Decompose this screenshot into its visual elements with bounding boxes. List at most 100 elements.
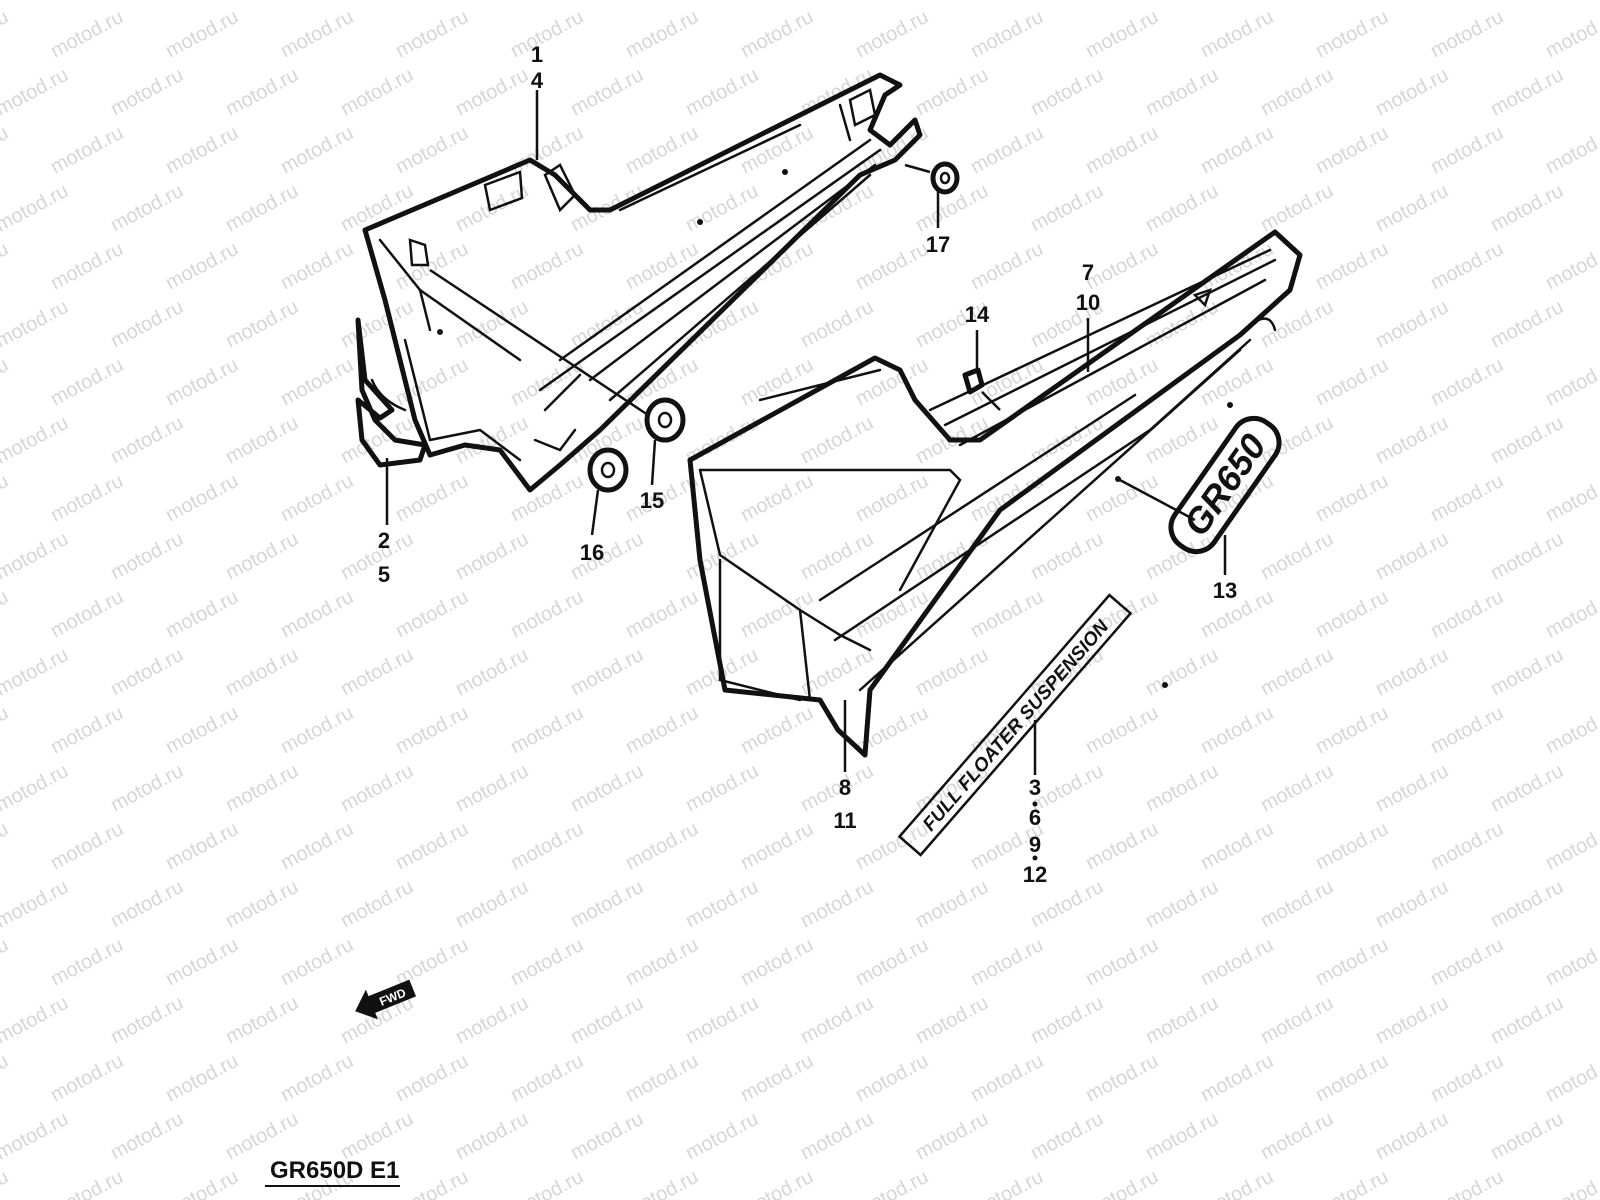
- watermark-text: motod.ru: [737, 6, 817, 62]
- watermark-text: motod.ru: [1142, 64, 1222, 120]
- watermark-text: motod.ru: [452, 1108, 532, 1164]
- watermark-text: motod.ru: [1312, 1050, 1392, 1106]
- watermark-text: motod.ru: [1427, 934, 1507, 990]
- watermark-text: motod.ru: [392, 122, 472, 178]
- watermark-text: motod.ru: [1197, 6, 1277, 62]
- svg-text:14: 14: [965, 302, 990, 327]
- watermark-text: motod.ru: [1542, 1050, 1600, 1106]
- watermark-text: motod.ru: [47, 122, 127, 178]
- watermark-text: motod.ru: [1427, 6, 1507, 62]
- watermark-text: motod.ru: [1027, 180, 1107, 236]
- watermark-text: motod.ru: [107, 296, 187, 352]
- watermark-text: motod.ru: [1142, 876, 1222, 932]
- watermark-text: motod.ru: [1197, 702, 1277, 758]
- watermark-text: motod.ru: [0, 354, 12, 410]
- watermark-text: motod.ru: [967, 238, 1047, 294]
- svg-text:16: 16: [580, 540, 604, 565]
- watermark-text: motod.ru: [1427, 1166, 1507, 1200]
- watermark-text: motod.ru: [567, 760, 647, 816]
- watermark-text: motod.ru: [222, 180, 302, 236]
- watermark-text: motod.ru: [1427, 238, 1507, 294]
- watermark-text: motod.ru: [277, 122, 357, 178]
- watermark-text: motod.ru: [567, 64, 647, 120]
- watermark-text: motod.ru: [852, 818, 932, 874]
- watermark-text: motod.ru: [1312, 702, 1392, 758]
- model-label: GR650D E1: [265, 1157, 400, 1187]
- watermark-text: motod.ru: [452, 992, 532, 1048]
- watermark-text: motod.ru: [1372, 1108, 1452, 1164]
- watermark-text: motod.ru: [622, 1050, 702, 1106]
- watermark-text: motod.ru: [797, 528, 877, 584]
- watermark-text: motod.ru: [107, 180, 187, 236]
- watermark-text: motod.ru: [392, 1050, 472, 1106]
- watermark-text: motod.ru: [912, 992, 992, 1048]
- watermark-text: motod.ru: [392, 586, 472, 642]
- watermark-text: motod.ru: [1487, 528, 1567, 584]
- watermark-text: motod.ru: [0, 64, 72, 120]
- watermark-text: motod.ru: [1082, 702, 1162, 758]
- watermark-text: motod.ru: [47, 934, 127, 990]
- watermark-text: motod.ru: [737, 934, 817, 990]
- watermark-text: motod.ru: [912, 0, 992, 4]
- watermark-text: motod.ru: [277, 470, 357, 526]
- watermark-text: motod.ru: [1312, 238, 1392, 294]
- watermark-text: motod.ru: [0, 760, 72, 816]
- watermark-text: motod.ru: [277, 818, 357, 874]
- watermark-text: motod.ru: [967, 934, 1047, 990]
- watermark-text: motod.ru: [852, 238, 932, 294]
- watermark-text: motod.ru: [222, 64, 302, 120]
- left-frame-cover: [362, 72, 923, 493]
- watermark-text: motod.ru: [277, 238, 357, 294]
- watermark-text: motod.ru: [0, 122, 12, 178]
- watermark-text: motod.ru: [737, 1166, 817, 1200]
- watermark-text: motod.ru: [337, 1108, 417, 1164]
- watermark-text: motod.ru: [222, 992, 302, 1048]
- watermark-text: motod.ru: [1312, 122, 1392, 178]
- watermark-text: motod.ru: [277, 702, 357, 758]
- watermark-text: motod.ru: [967, 1050, 1047, 1106]
- watermark-text: motod.ru: [1142, 1108, 1222, 1164]
- watermark-text: motod.ru: [507, 934, 587, 990]
- watermark-text: motod.ru: [162, 702, 242, 758]
- watermark-text: motod.ru: [162, 354, 242, 410]
- callout-numbers: 1 4 2 5 17 15 16 7 10 14 13 8 11: [378, 42, 1237, 887]
- watermark-text: motod.ru: [682, 760, 762, 816]
- watermark-text: motod.ru: [1082, 934, 1162, 990]
- watermark-text: motod.ru: [1312, 1166, 1392, 1200]
- watermark-text: motod.ru: [392, 238, 472, 294]
- watermark-text: motod.ru: [1312, 470, 1392, 526]
- watermark-text: motod.ru: [797, 1108, 877, 1164]
- watermark-text: motod.ru: [622, 1166, 702, 1200]
- watermark-text: motod.ru: [1257, 0, 1337, 4]
- watermark-text: motod.ru: [1487, 412, 1567, 468]
- svg-text:5: 5: [378, 562, 390, 587]
- watermark-text: motod.ru: [967, 122, 1047, 178]
- svg-text:7: 7: [1082, 260, 1094, 285]
- watermark-text: motod.ru: [1082, 818, 1162, 874]
- watermark-text: motod.ru: [567, 876, 647, 932]
- watermark-text: motod.ru: [222, 296, 302, 352]
- svg-text:4: 4: [531, 68, 544, 93]
- watermark-text: motod.ru: [392, 818, 472, 874]
- svg-text:17: 17: [926, 232, 950, 257]
- watermark-text: motod.ru: [452, 528, 532, 584]
- watermark-text: motod.ru: [1027, 1108, 1107, 1164]
- watermark-text: motod.ru: [1487, 992, 1567, 1048]
- watermark-text: motod.ru: [1082, 1166, 1162, 1200]
- watermark-text: motod.ru: [1257, 64, 1337, 120]
- watermark-text: motod.ru: [1427, 354, 1507, 410]
- watermark-text: motod.ru: [392, 702, 472, 758]
- watermark-text: motod.ru: [1542, 702, 1600, 758]
- watermark-text: motod.ru: [852, 470, 932, 526]
- watermark-text: motod.ru: [1542, 6, 1600, 62]
- watermark-text: motod.ru: [1372, 528, 1452, 584]
- watermark-text: motod.ru: [1487, 760, 1567, 816]
- watermark-text: motod.ru: [1197, 934, 1277, 990]
- watermark-text: motod.ru: [1027, 64, 1107, 120]
- watermark-text: motod.ru: [1142, 180, 1222, 236]
- watermark-text: motod.ru: [1372, 296, 1452, 352]
- watermark-text: motod.ru: [277, 934, 357, 990]
- watermark-text: motod.ru: [1142, 412, 1222, 468]
- watermark-text: motod.ru: [507, 6, 587, 62]
